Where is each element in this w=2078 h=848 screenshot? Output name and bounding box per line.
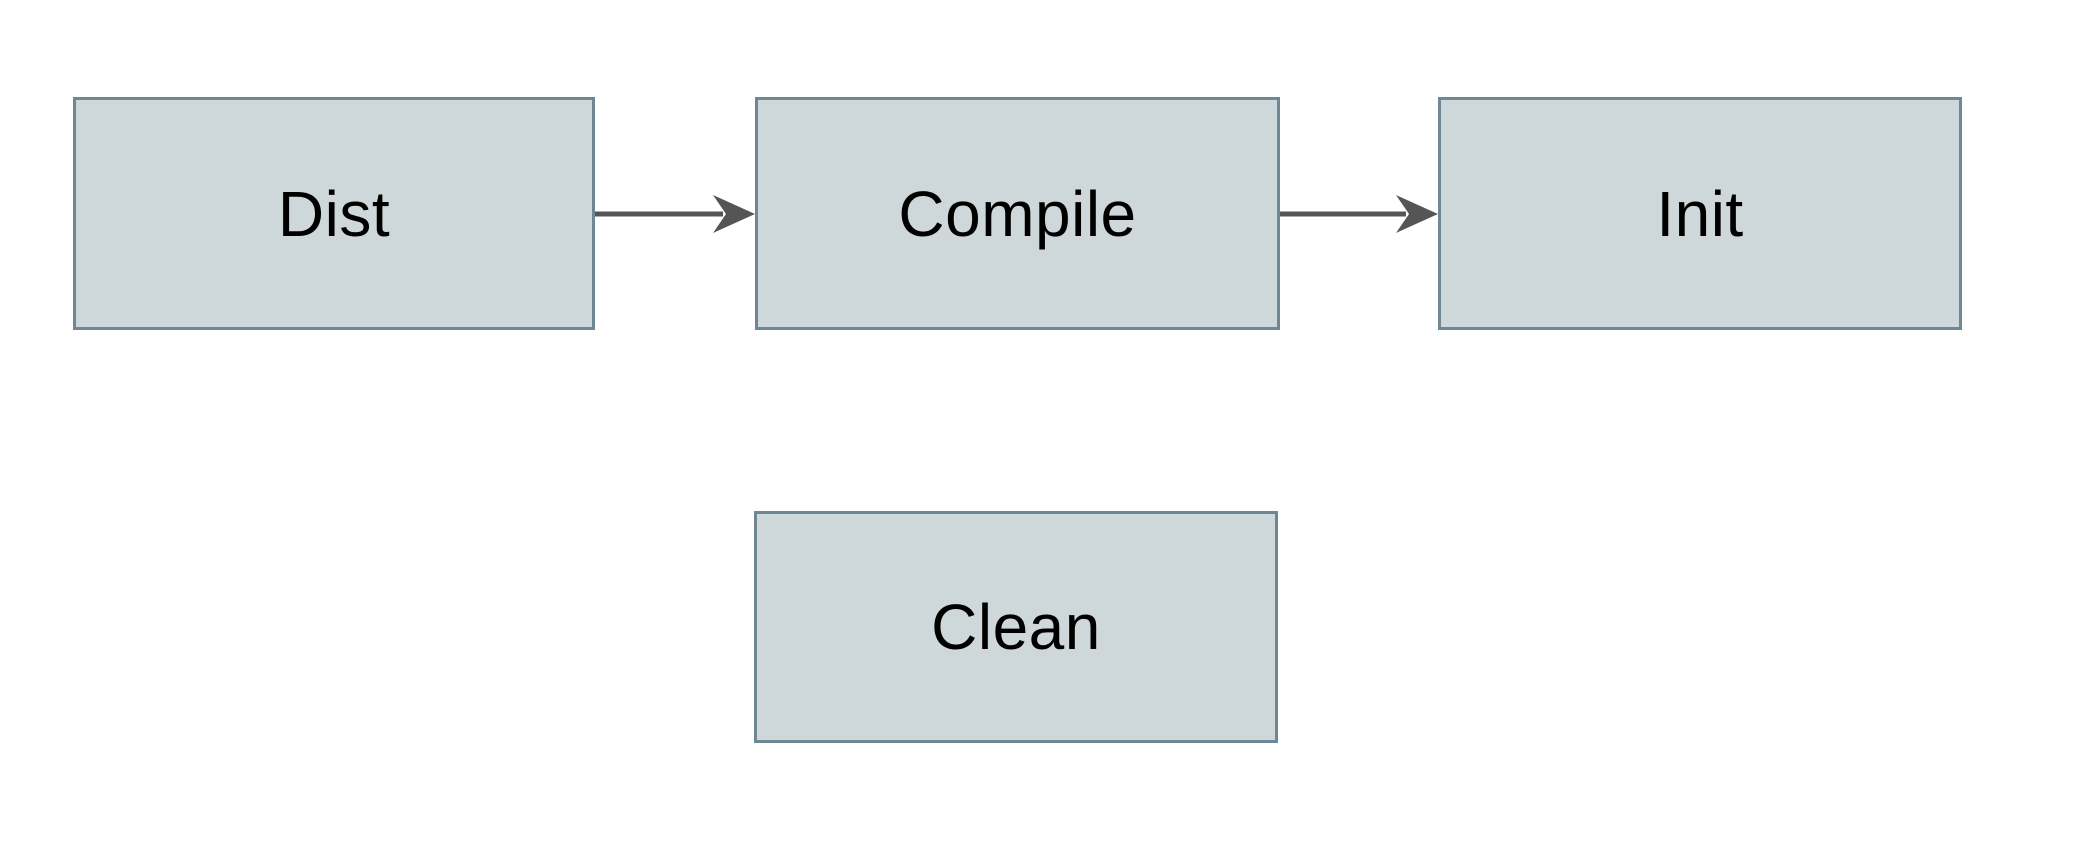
- node-init[interactable]: Init: [1438, 97, 1962, 330]
- node-label-compile: Compile: [898, 177, 1137, 250]
- node-clean[interactable]: Clean: [754, 511, 1278, 743]
- node-label-init: Init: [1656, 177, 1744, 250]
- edge-arrow: [1280, 195, 1438, 233]
- node-dist[interactable]: Dist: [73, 97, 595, 330]
- node-label-dist: Dist: [277, 177, 391, 250]
- node-label-clean: Clean: [931, 591, 1101, 663]
- node-compile[interactable]: Compile: [755, 97, 1280, 330]
- edge-arrow: [595, 195, 755, 233]
